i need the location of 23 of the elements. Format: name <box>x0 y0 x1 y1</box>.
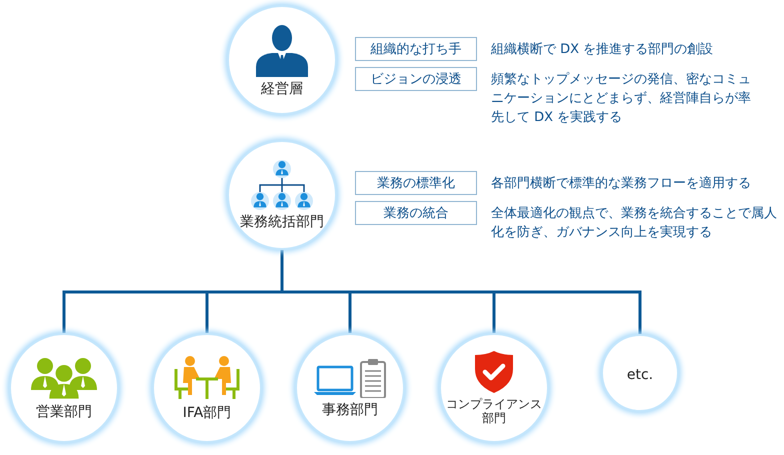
department-circle <box>601 334 679 412</box>
circle-label: 業務統括部門 <box>239 214 325 230</box>
circle-label: 事務部門 <box>321 402 379 418</box>
circle-label: IFA部門 <box>182 404 232 422</box>
circle-label: コンプライアンス部門 <box>445 396 543 426</box>
department-circle <box>439 333 549 443</box>
description-text: 全体最適化の観点で、業務を統合することで属人化を防ぎ、ガバナンス向上を実現する <box>491 205 778 242</box>
department-circle <box>9 333 119 443</box>
department-circle <box>152 333 262 443</box>
department-circle <box>227 140 337 250</box>
connector-line <box>280 250 642 334</box>
tag-text: 業務の統合 <box>384 205 448 222</box>
circle-label: etc. <box>626 366 654 384</box>
description-text: 組織横断で DX を推進する部門の創設 <box>491 41 714 59</box>
description-text: 各部門横断で標準的な業務フローを適用する <box>491 175 752 193</box>
tag-text: 業務の標準化 <box>377 175 455 192</box>
tag-text: ビジョンの浸透 <box>370 71 462 88</box>
circle-label: 営業部門 <box>35 404 93 420</box>
department-circle <box>295 333 405 443</box>
circle-label: 経営層 <box>260 80 304 98</box>
department-circle <box>227 5 337 115</box>
description-text: 頻繁なトップメッセージの発信、密なコミュニケーションにとどまらず、経営陣自らが率先して DX を実践する <box>491 71 751 127</box>
tag-text: 組織的な打ち手 <box>370 41 462 58</box>
